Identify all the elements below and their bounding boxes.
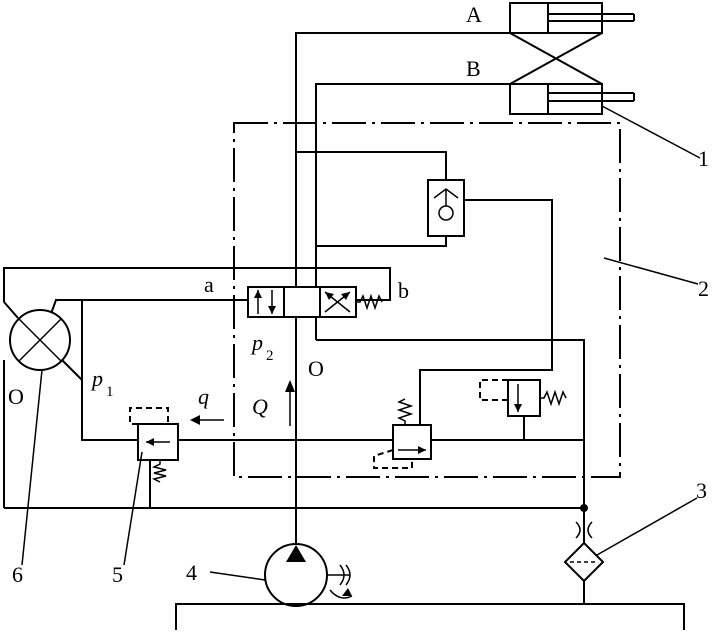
check-valve <box>427 179 465 237</box>
cross-line-2 <box>509 32 603 85</box>
line-motor-down-right <box>61 359 83 381</box>
label-port-b: B <box>466 56 481 81</box>
relief-valve-right <box>479 379 567 417</box>
line-right-top <box>316 339 585 342</box>
line-check-top <box>296 151 447 180</box>
label-p1-subscript: 1 <box>106 384 114 400</box>
label-valve-a: a <box>204 272 214 297</box>
callout-3: 3 <box>696 478 707 503</box>
line-motor-left <box>3 301 19 319</box>
label-o-mid: O <box>308 356 324 381</box>
label-o-left: O <box>8 384 24 409</box>
leader-6 <box>21 369 43 566</box>
line-p1-main <box>81 300 138 441</box>
motor-6 <box>9 309 71 371</box>
directional-valve <box>247 286 383 318</box>
arrow-q <box>190 415 224 425</box>
leader-3 <box>596 497 698 556</box>
arrow-Q <box>285 380 295 426</box>
cylinder-a <box>509 2 635 34</box>
label-port-a: A <box>466 2 482 27</box>
label-Q: Q <box>252 394 268 419</box>
pump-4 <box>264 543 353 607</box>
line-port-a <box>295 32 510 510</box>
leader-5 <box>123 451 143 566</box>
label-p2-subscript: 2 <box>266 348 274 364</box>
callout-6: 6 <box>12 562 23 587</box>
callout-4: 4 <box>186 560 197 585</box>
pilot-line-a <box>47 299 248 323</box>
leader-2 <box>603 257 699 285</box>
label-valve-b: b <box>398 278 409 303</box>
tank-line <box>175 603 685 630</box>
leader-4 <box>209 571 266 581</box>
pressure-valve-middle <box>373 398 432 469</box>
pilot-line-b <box>3 267 391 302</box>
callout-1: 1 <box>698 146 709 171</box>
line-check-right <box>419 199 553 425</box>
leader-1 <box>601 105 701 159</box>
callout-5: 5 <box>112 562 123 587</box>
callout-2: 2 <box>698 276 709 301</box>
relief-valve-5 <box>129 407 179 483</box>
cylinder-b <box>509 83 635 115</box>
label-p2: p <box>250 330 263 355</box>
label-p1: p <box>90 366 103 391</box>
line-check-bottom <box>316 236 447 247</box>
line-port-b <box>315 83 510 340</box>
label-q: q <box>198 384 209 409</box>
